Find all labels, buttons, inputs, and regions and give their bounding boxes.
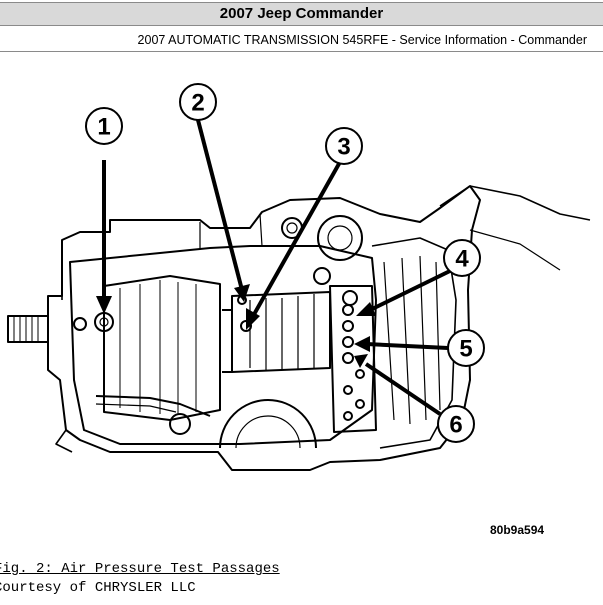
document-subtitle: 2007 AUTOMATIC TRANSMISSION 545RFE - Ser…: [137, 33, 587, 47]
callout-circle-5: [447, 329, 485, 367]
passage-6-hole: [342, 352, 354, 364]
callout-circle-1: [85, 107, 123, 145]
callout-label-6: 6: [449, 412, 462, 439]
valve-body: [329, 285, 377, 433]
callout-circle-6: [437, 405, 475, 443]
pump-arc: [219, 399, 317, 449]
transmission-case: [47, 185, 481, 471]
callout-circle-3: [325, 127, 363, 165]
document-subtitle-bar: 2007 AUTOMATIC TRANSMISSION 545RFE - Ser…: [0, 28, 603, 52]
transmission-diagram: 1 2 3 4 5 6: [7, 83, 591, 471]
document-title-bar: 2007 Jeep Commander: [0, 2, 603, 26]
leader-line-4: [365, 268, 453, 314]
callout-label-5: 5: [459, 336, 472, 363]
callout-label-3: 3: [337, 134, 350, 161]
callout-label-1: 1: [97, 114, 110, 141]
figure-image-id: 80b9a594: [490, 523, 545, 537]
leader-line-6: [364, 362, 442, 416]
passage-4-hole: [342, 304, 354, 316]
figure-caption: Fig. 2: Air Pressure Test Passages: [0, 561, 280, 577]
leader-line-5: [365, 342, 449, 350]
document-title: 2007 Jeep Commander: [219, 5, 384, 22]
figure-credit: Courtesy of CHRYSLER LLC: [0, 580, 196, 596]
callout-circle-4: [443, 239, 481, 277]
callout-circle-2: [179, 83, 217, 121]
leader-line-2: [196, 119, 244, 291]
passage-5-hole: [342, 336, 354, 348]
solenoid-fitting: [317, 215, 363, 261]
leader-line-3: [250, 161, 342, 319]
callout-label-2: 2: [191, 90, 204, 117]
callout-label-4: 4: [455, 246, 469, 273]
